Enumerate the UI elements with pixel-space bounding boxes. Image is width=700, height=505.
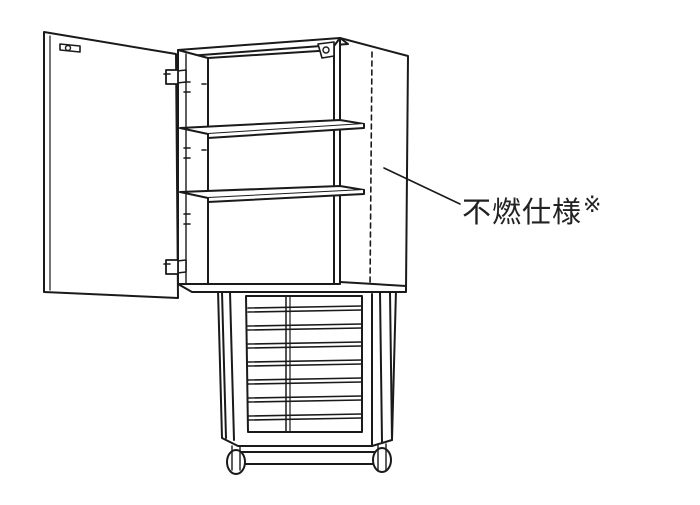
lower-rack-unit: [217, 289, 397, 475]
callout-label: 不燃仕様※: [462, 189, 602, 231]
callout-text: 不燃仕様: [462, 195, 583, 229]
footnote-mark: ※: [583, 193, 603, 218]
callout-leader-line: [383, 167, 461, 205]
cabinet-door: [43, 31, 179, 299]
upper-cabinet-body: [167, 37, 409, 293]
